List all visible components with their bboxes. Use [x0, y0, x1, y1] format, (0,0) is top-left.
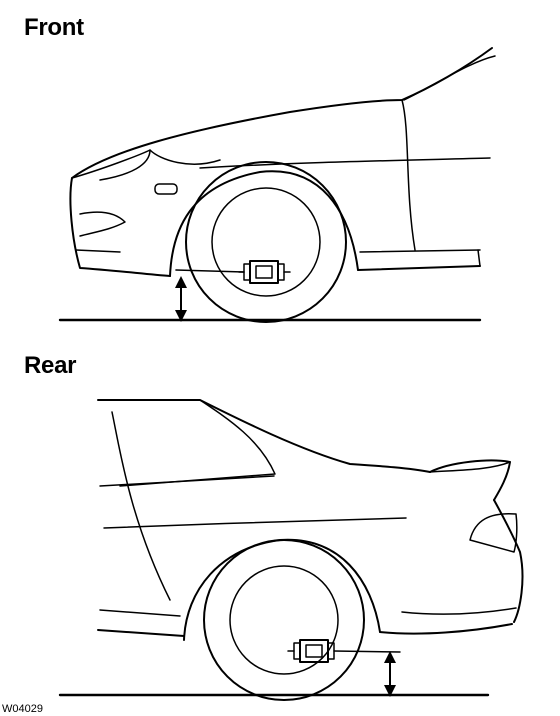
rear-label: Rear [24, 352, 77, 379]
front-label: Front [24, 14, 84, 41]
rear-measuring-tool [287, 639, 401, 663]
rear-car-body [97, 399, 524, 641]
front-height-arrow [175, 276, 187, 322]
rear-wheel [203, 539, 365, 701]
front-car-body [69, 47, 496, 277]
front-measuring-tool [175, 260, 291, 284]
front-view [58, 47, 496, 323]
figure-code: W04029 [2, 703, 43, 715]
rear-view [58, 399, 524, 701]
front-wheel [185, 161, 347, 323]
rear-height-arrow [384, 651, 396, 697]
